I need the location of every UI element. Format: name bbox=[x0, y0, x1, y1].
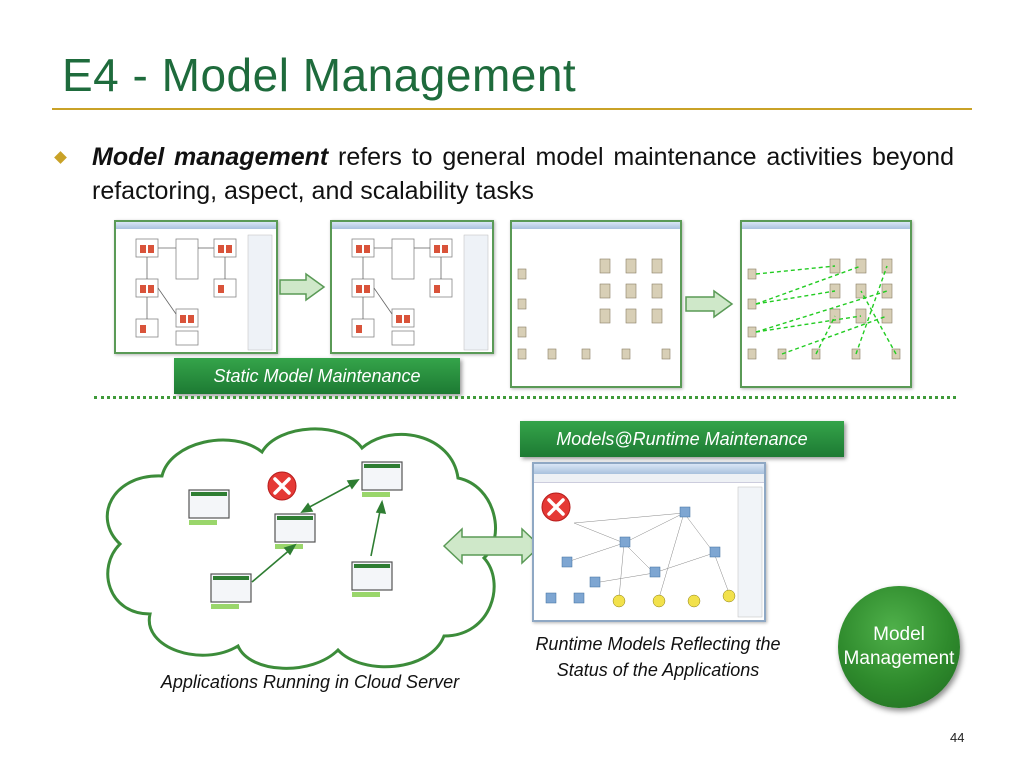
bullet-rest-text: refers to general model maintenance acti… bbox=[92, 143, 954, 205]
cloud-server-illustration bbox=[105, 427, 497, 670]
runtime-model-diagram-icon bbox=[541, 486, 763, 618]
badge-line1: Model bbox=[873, 624, 925, 645]
diamond-bullet-icon bbox=[54, 151, 67, 164]
static-model-after-screenshot bbox=[330, 220, 494, 354]
bullet-paragraph: Model management refers to general model… bbox=[92, 140, 954, 208]
badge-line2: Management bbox=[843, 648, 955, 669]
runtime-caption-line1: Runtime Models Reflecting the bbox=[535, 634, 781, 654]
right-arrow-icon bbox=[279, 272, 326, 302]
connection-arrows bbox=[251, 479, 387, 583]
section-separator bbox=[94, 396, 956, 399]
error-icon bbox=[267, 471, 297, 501]
deployment-model-after-screenshot bbox=[740, 220, 912, 388]
cloud-caption: Applications Running in Cloud Server bbox=[160, 672, 460, 692]
model-management-badge: Model Management bbox=[838, 586, 960, 708]
error-icon bbox=[541, 492, 571, 522]
server-diagram-icon bbox=[517, 258, 671, 360]
runtime-model-screenshot bbox=[532, 462, 766, 622]
bidirectional-arrow-icon bbox=[442, 527, 542, 565]
runtime-caption: Runtime Models Reflecting the Status of … bbox=[508, 631, 808, 683]
model-diagram-icon bbox=[351, 234, 489, 351]
deployment-model-before-screenshot bbox=[510, 220, 682, 388]
right-arrow-icon bbox=[685, 289, 734, 319]
model-diagram-icon bbox=[135, 234, 273, 351]
slide-title: E4 - Model Management bbox=[62, 49, 577, 101]
static-maintenance-label: Static Model Maintenance bbox=[174, 358, 460, 394]
runtime-maintenance-label: Models@Runtime Maintenance bbox=[520, 421, 844, 457]
title-divider bbox=[52, 108, 972, 110]
server-diagram-icon bbox=[747, 258, 901, 360]
runtime-caption-line2: Status of the Applications bbox=[556, 660, 760, 680]
page-number: 44 bbox=[950, 730, 965, 745]
static-model-before-screenshot bbox=[114, 220, 278, 354]
bullet-bold-term: Model management bbox=[92, 143, 329, 171]
